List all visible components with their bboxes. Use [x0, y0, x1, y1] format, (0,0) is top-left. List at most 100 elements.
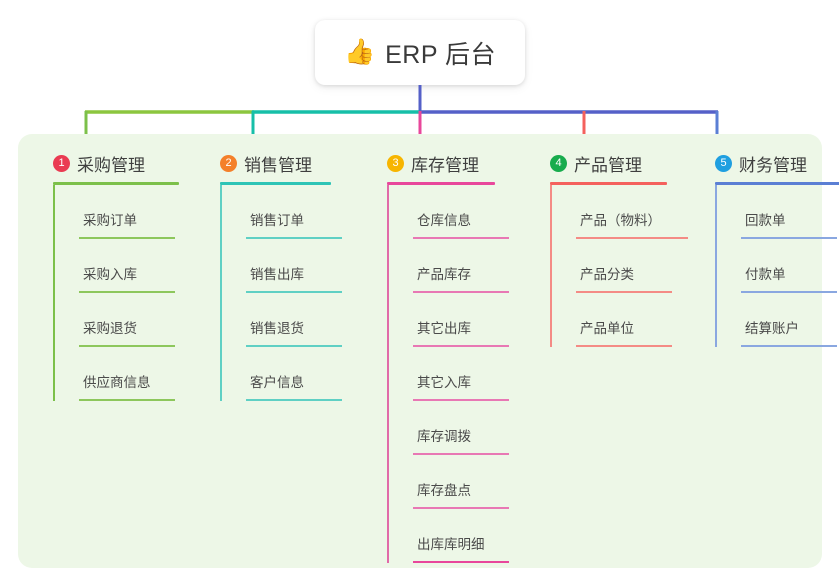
leaf-item[interactable]: 采购订单 [79, 185, 194, 239]
leaf-item[interactable]: 销售订单 [246, 185, 361, 239]
branch-header-4[interactable]: 4 产品管理 [531, 148, 691, 178]
branch-rule-5 [715, 182, 839, 185]
branch-rule-1 [53, 182, 179, 185]
branch-title-4: 产品管理 [574, 155, 642, 175]
leaf-item[interactable]: 销售出库 [246, 239, 361, 293]
leaf-rule [79, 399, 175, 401]
leaf-label: 销售出库 [250, 267, 304, 282]
root-node-content: 👍 ERP 后台 [344, 35, 496, 71]
branch-spine-2 [220, 185, 222, 401]
leaf-label: 销售订单 [250, 213, 304, 228]
leaf-rule [741, 237, 837, 239]
branch-badge-4: 4 [550, 154, 567, 172]
leaf-label: 产品库存 [417, 267, 471, 282]
branch-title-5: 财务管理 [739, 155, 807, 175]
branch-items-1: 采购订单 采购入库 采购退货 供应商信息 [53, 185, 194, 401]
leaf-item[interactable]: 出库库明细 [413, 509, 528, 563]
branch-rule-3 [387, 182, 495, 185]
leaf-item[interactable]: 销售退货 [246, 293, 361, 347]
thumbs-up-icon: 👍 [343, 38, 376, 66]
leaf-label: 采购退货 [83, 321, 137, 336]
leaf-label: 采购订单 [83, 213, 137, 228]
branch-items-2: 销售订单 销售出库 销售退货 客户信息 [220, 185, 361, 401]
branch-items-5: 回款单 付款单 结算账户 [715, 185, 839, 347]
branch-column-3: 3 库存管理 仓库信息 产品库存 其它出库 其它入库 [368, 148, 528, 563]
leaf-item[interactable]: 其它入库 [413, 347, 528, 401]
leaf-label: 采购入库 [83, 267, 137, 282]
branch-badge-1: 1 [53, 154, 70, 172]
branch-badge-5: 5 [715, 154, 732, 172]
branch-title-2: 销售管理 [244, 155, 312, 175]
branch-header-2[interactable]: 2 销售管理 [201, 148, 361, 178]
leaf-item[interactable]: 供应商信息 [79, 347, 194, 401]
leaf-label: 回款单 [745, 213, 786, 228]
leaf-rule [413, 399, 509, 401]
leaf-item[interactable]: 产品单位 [576, 293, 691, 347]
leaf-label: 客户信息 [250, 375, 304, 390]
leaf-rule [246, 399, 342, 401]
leaf-item[interactable]: 仓库信息 [413, 185, 528, 239]
leaf-label: 产品分类 [580, 267, 634, 282]
leaf-label: 产品单位 [580, 321, 634, 336]
leaf-rule [413, 291, 509, 293]
branch-badge-2: 2 [220, 154, 237, 172]
leaf-label: 仓库信息 [417, 213, 471, 228]
leaf-rule [79, 345, 175, 347]
leaf-rule [576, 237, 688, 239]
leaf-item[interactable]: 结算账户 [741, 293, 839, 347]
leaf-item[interactable]: 其它出库 [413, 293, 528, 347]
branch-title-3: 库存管理 [411, 155, 479, 175]
leaf-rule [246, 237, 342, 239]
branch-column-5: 5 财务管理 回款单 付款单 结算账户 [696, 148, 839, 347]
leaf-item[interactable]: 产品（物料） [576, 185, 691, 239]
branch-title-1: 采购管理 [77, 155, 145, 175]
leaf-label: 其它入库 [417, 375, 471, 390]
leaf-item[interactable]: 回款单 [741, 185, 839, 239]
leaf-label: 出库库明细 [417, 537, 485, 552]
branch-header-3[interactable]: 3 库存管理 [368, 148, 528, 178]
leaf-rule [246, 345, 342, 347]
root-node[interactable]: 👍 ERP 后台 [315, 20, 525, 85]
leaf-rule [79, 291, 175, 293]
branch-badge-3: 3 [387, 154, 404, 172]
branch-column-4: 4 产品管理 产品（物料） 产品分类 产品单位 [531, 148, 691, 347]
leaf-item[interactable]: 采购退货 [79, 293, 194, 347]
branches-panel: 1 采购管理 采购订单 采购入库 采购退货 供应商信 [18, 134, 839, 568]
leaf-rule [576, 291, 672, 293]
leaf-item[interactable]: 库存调拨 [413, 401, 528, 455]
leaf-label: 结算账户 [745, 321, 799, 336]
leaf-label: 产品（物料） [580, 213, 661, 228]
branch-spine-5 [715, 185, 717, 347]
leaf-item[interactable]: 库存盘点 [413, 455, 528, 509]
leaf-rule [576, 345, 672, 347]
leaf-label: 库存调拨 [417, 429, 471, 444]
branch-spine-1 [53, 185, 55, 401]
leaf-rule [413, 561, 509, 563]
leaf-label: 销售退货 [250, 321, 304, 336]
branch-column-1: 1 采购管理 采购订单 采购入库 采购退货 供应商信 [34, 148, 194, 401]
leaf-rule [79, 237, 175, 239]
leaf-item[interactable]: 产品分类 [576, 239, 691, 293]
leaf-rule [413, 237, 509, 239]
leaf-label: 其它出库 [417, 321, 471, 336]
leaf-item[interactable]: 采购入库 [79, 239, 194, 293]
branch-header-1[interactable]: 1 采购管理 [34, 148, 194, 178]
leaf-item[interactable]: 客户信息 [246, 347, 361, 401]
root-node-title: ERP 后台 [385, 40, 497, 69]
leaf-rule [246, 291, 342, 293]
leaf-item[interactable]: 产品库存 [413, 239, 528, 293]
leaf-rule [413, 345, 509, 347]
branch-items-4: 产品（物料） 产品分类 产品单位 [550, 185, 691, 347]
leaf-label: 供应商信息 [83, 375, 151, 390]
branch-rule-4 [550, 182, 667, 185]
branch-spine-4 [550, 185, 552, 347]
leaf-rule [413, 453, 509, 455]
branch-header-5[interactable]: 5 财务管理 [696, 148, 839, 178]
leaf-label: 库存盘点 [417, 483, 471, 498]
leaf-item[interactable]: 付款单 [741, 239, 839, 293]
leaf-label: 付款单 [745, 267, 786, 282]
leaf-rule [741, 291, 837, 293]
leaf-rule [741, 345, 837, 347]
leaf-rule [413, 507, 509, 509]
